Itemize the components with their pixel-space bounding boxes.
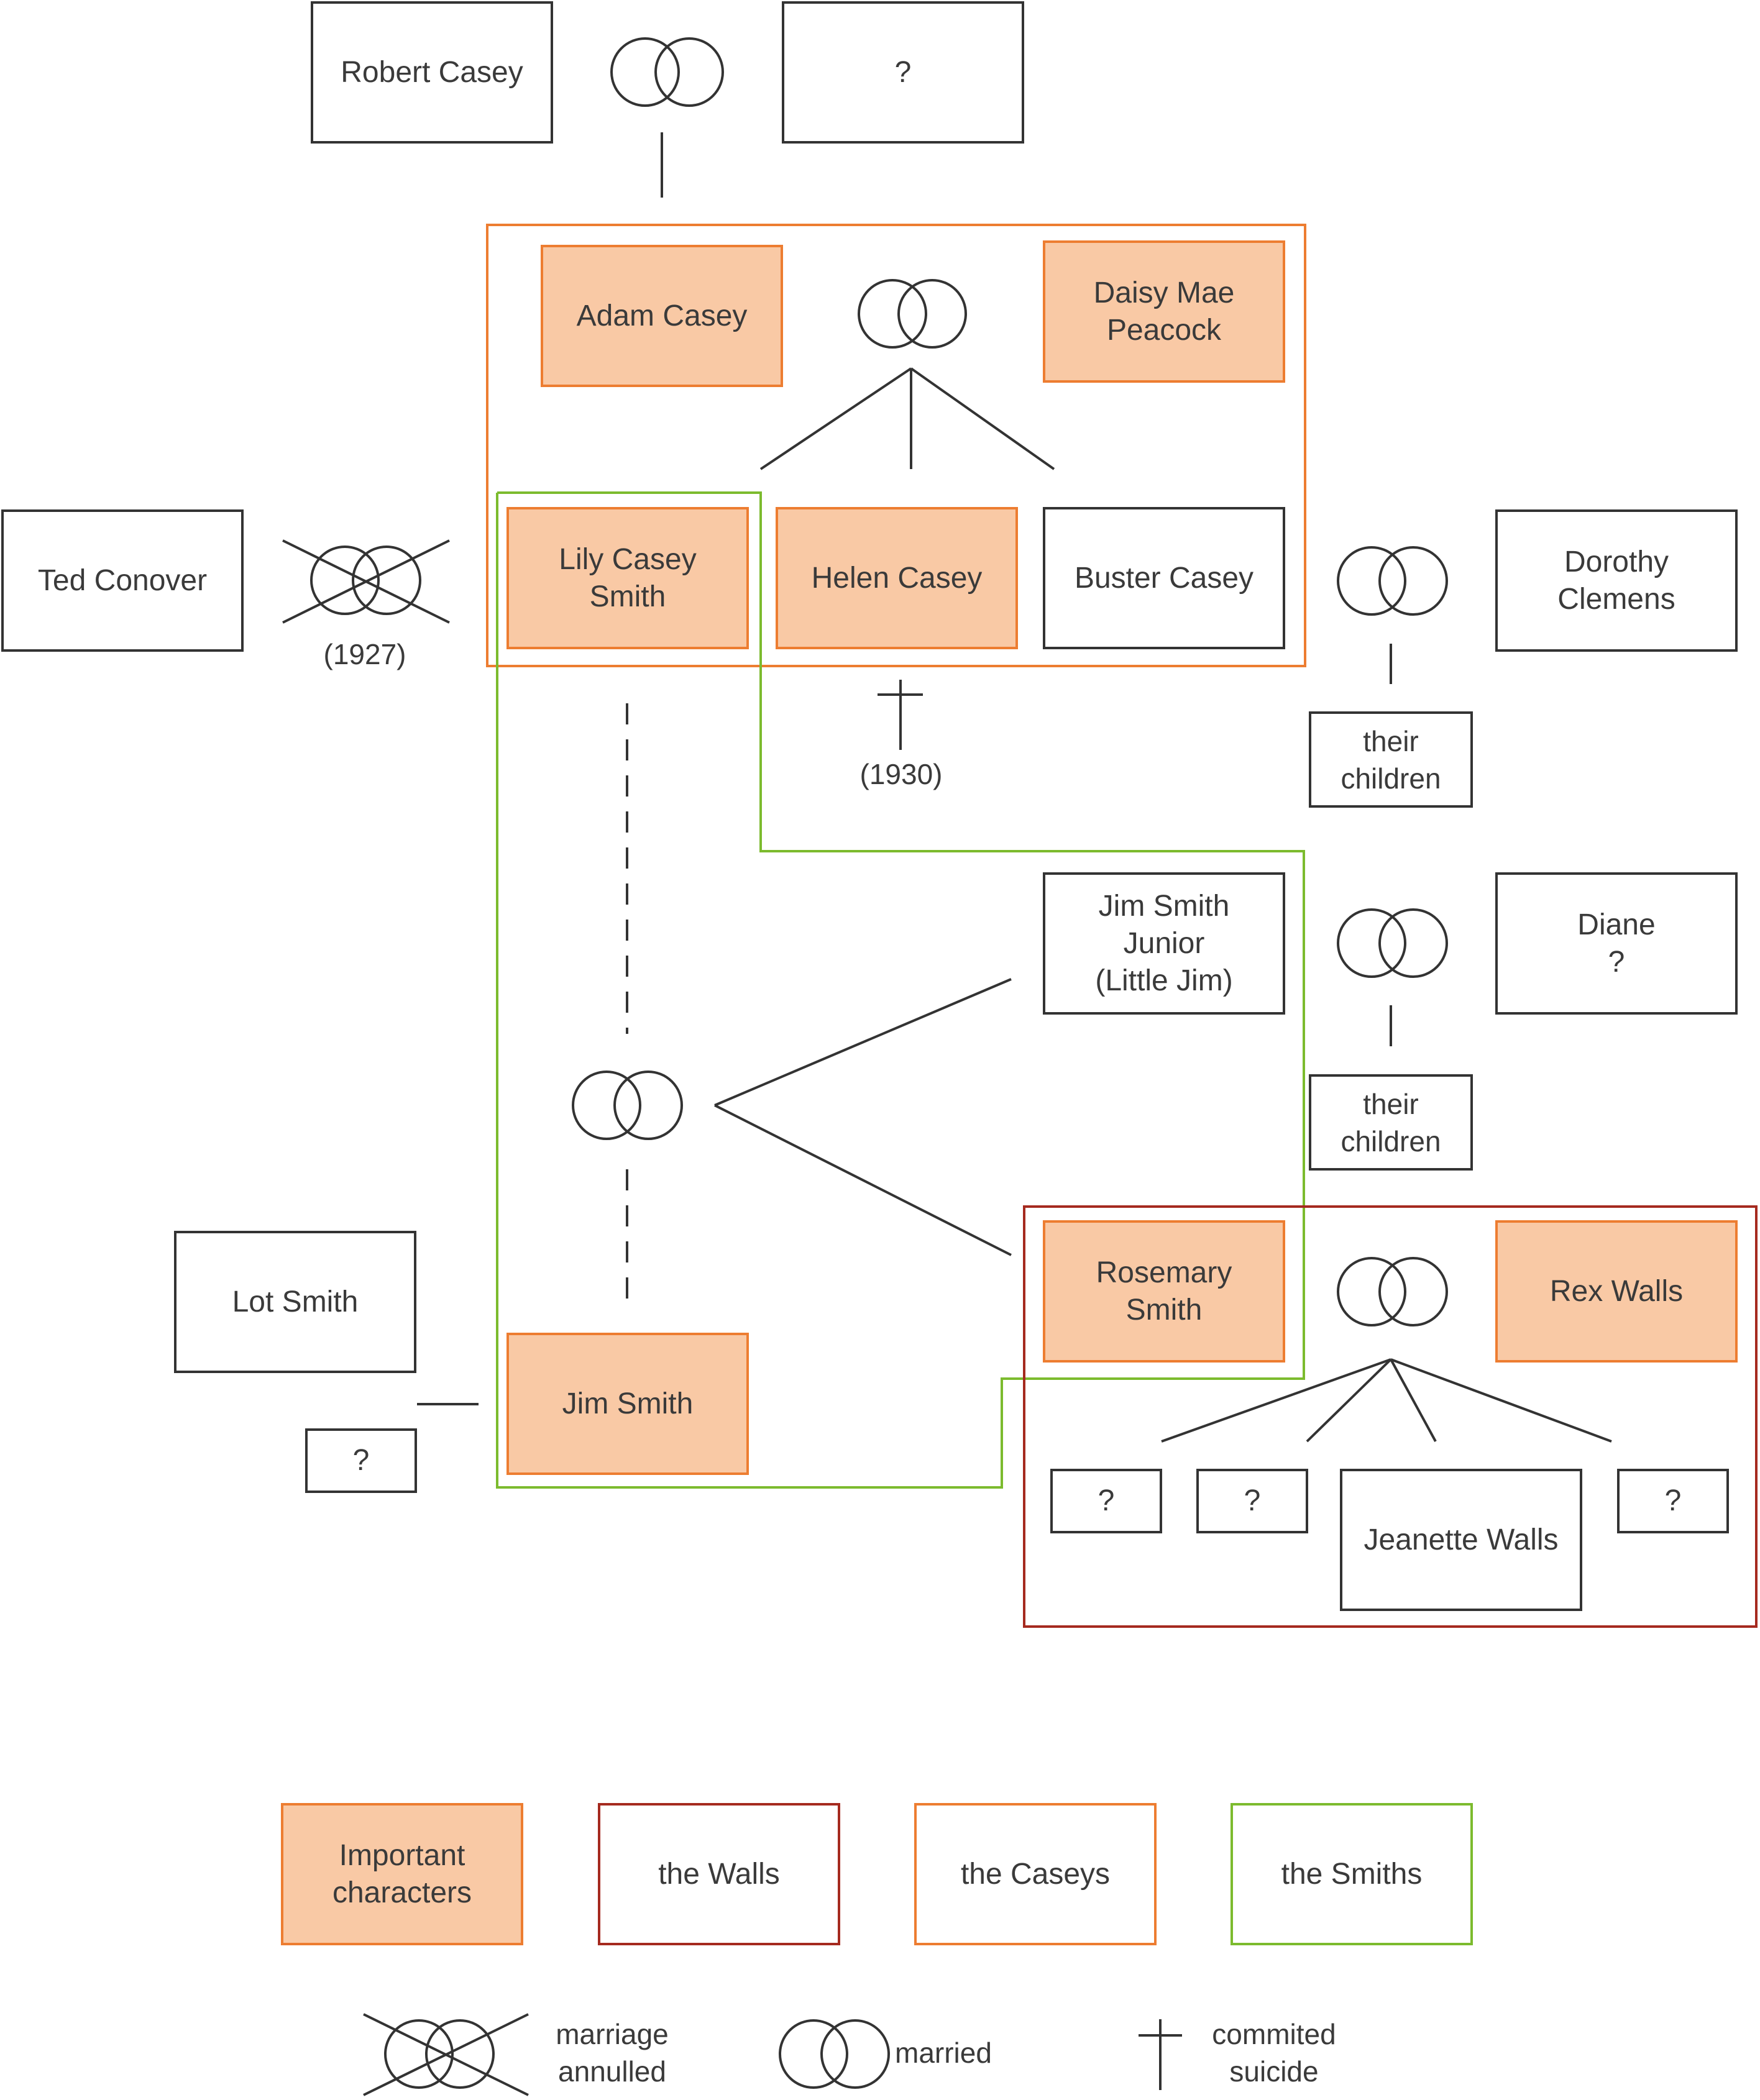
legend-annulled-icon [363,2013,529,2096]
person-diane: Diane ? [1495,872,1738,1015]
their-children-buster: their children [1309,711,1473,808]
legend-married-icon [779,2019,890,2089]
person-daisy-mae-peacock: Daisy Mae Peacock [1043,240,1285,383]
smiths-group-outline [496,491,1305,1489]
cross-icon [878,680,923,750]
legend-the-smiths: the Smiths [1231,1803,1473,1945]
married-rings-icon [1337,908,1448,978]
legend-important-characters: Important characters [281,1803,523,1945]
annulled-year: (1927) [323,638,406,670]
legend-annulled-label: marriage annulled [556,2018,669,2088]
suicide-year: (1930) [859,758,943,790]
married-rings-icon [1337,546,1448,616]
person-walls-child-4: ? [1617,1469,1729,1533]
person-dorothy-clemens: Dorothy Clemens [1495,509,1738,652]
person-lily-casey-smith: Lily Casey Smith [506,507,749,649]
person-lot-child: ? [305,1428,417,1493]
person-unknown-wife: ? [782,1,1024,144]
legend-the-walls: the Walls [598,1803,840,1945]
person-jim-smith: Jim Smith [506,1333,749,1475]
person-rex-walls: Rex Walls [1495,1220,1738,1363]
walls-group-outline [1023,1205,1758,1628]
married-rings-icon [610,37,724,107]
legend-the-caseys: the Caseys [914,1803,1157,1945]
married-rings-icon [858,279,967,349]
person-adam-casey: Adam Casey [541,245,783,387]
person-jim-smith-junior: Jim Smith Junior (Little Jim) [1043,872,1285,1015]
person-buster-casey: Buster Casey [1043,507,1285,649]
person-robert-casey: Robert Casey [311,1,553,144]
legend-cross-icon [1139,2019,1182,2090]
caseys-group-outline [486,224,1306,667]
legend-married-label: married [895,2037,992,2069]
person-lot-smith: Lot Smith [174,1231,416,1373]
person-rosemary-smith: Rosemary Smith [1043,1220,1285,1363]
person-walls-child-1: ? [1050,1469,1162,1533]
person-jeanette-walls: Jeanette Walls [1340,1469,1582,1611]
legend-suicide-label: commited suicide [1212,2018,1336,2088]
married-rings-icon [1337,1257,1448,1326]
person-walls-child-2: ? [1196,1469,1308,1533]
person-helen-casey: Helen Casey [776,507,1018,649]
person-ted-conover: Ted Conover [1,509,244,652]
married-rings-icon [572,1071,683,1140]
their-children-jim-junior: their children [1309,1074,1473,1171]
annulled-rings-icon [282,539,450,624]
